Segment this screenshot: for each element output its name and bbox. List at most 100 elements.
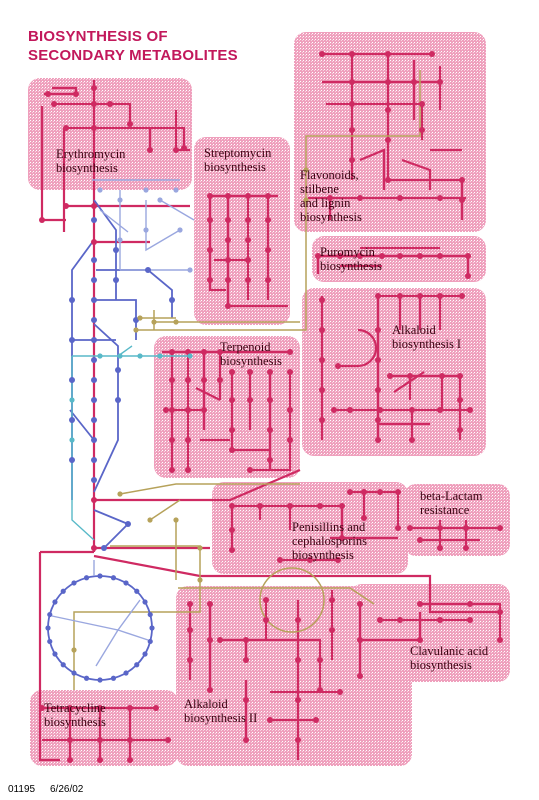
blue-node-12[interactable] [91, 477, 97, 483]
metabolite-node-92[interactable] [409, 407, 415, 413]
metabolite-node-36[interactable] [207, 277, 213, 283]
blue-node-4[interactable] [91, 317, 97, 323]
metabolite-node-122[interactable] [287, 369, 293, 375]
metabolite-node-82[interactable] [335, 363, 341, 369]
olive-node-5[interactable] [303, 167, 309, 173]
metabolite-node-41[interactable] [349, 79, 355, 85]
lightblue-node-6[interactable] [117, 237, 123, 243]
metabolite-node-152[interactable] [357, 601, 363, 607]
metabolite-node-146[interactable] [417, 537, 423, 543]
metabolite-node-136[interactable] [347, 489, 353, 495]
blue-node-0[interactable] [91, 217, 97, 223]
metabolite-node-193[interactable] [67, 737, 73, 743]
cycle-node-15[interactable] [60, 588, 66, 594]
metabolite-node-120[interactable] [267, 427, 273, 433]
cycle-node-1[interactable] [147, 638, 153, 645]
metabolite-node-187[interactable] [313, 717, 319, 723]
metabolite-node-190[interactable] [97, 705, 103, 711]
metabolite-node-99[interactable] [201, 349, 207, 355]
metabolite-node-127[interactable] [163, 407, 169, 413]
metabolite-node-170[interactable] [217, 637, 223, 643]
metabolite-node-159[interactable] [497, 637, 503, 643]
metabolite-node-197[interactable] [67, 757, 73, 763]
metabolite-node-32[interactable] [265, 247, 271, 253]
metabolite-node-198[interactable] [97, 757, 103, 763]
lightblue-node-7[interactable] [143, 227, 149, 233]
metabolite-node-90[interactable] [347, 407, 353, 413]
metabolite-node-153[interactable] [377, 617, 383, 623]
metabolite-node-17[interactable] [73, 91, 79, 97]
metabolite-node-138[interactable] [377, 489, 383, 495]
metabolite-node-157[interactable] [437, 617, 443, 623]
metabolite-node-37[interactable] [319, 51, 325, 57]
cycle-node-22[interactable] [142, 599, 148, 605]
metabolite-node-58[interactable] [437, 195, 443, 201]
metabolite-node-139[interactable] [395, 489, 401, 495]
metabolite-node-79[interactable] [375, 357, 381, 363]
metabolite-node-123[interactable] [287, 407, 293, 413]
lightblue-node-2[interactable] [143, 187, 149, 193]
olive-node-9[interactable] [147, 517, 153, 523]
metabolite-node-39[interactable] [385, 51, 391, 57]
olive-node-8[interactable] [173, 517, 179, 523]
metabolite-node-165[interactable] [187, 627, 193, 633]
region-erythromycin[interactable] [28, 78, 192, 190]
cycle-node-6[interactable] [97, 677, 103, 683]
metabolite-node-143[interactable] [437, 525, 443, 531]
cycle-node-23[interactable] [147, 611, 153, 618]
cycle-node-7[interactable] [83, 675, 90, 681]
metabolite-node-184[interactable] [243, 697, 249, 703]
metabolite-node-73[interactable] [375, 293, 381, 299]
cycle-node-3[interactable] [134, 662, 140, 668]
metabolite-node-154[interactable] [397, 617, 403, 623]
metabolite-node-5[interactable] [91, 497, 97, 503]
metabolite-node-62[interactable] [379, 253, 385, 259]
metabolite-node-160[interactable] [357, 637, 363, 643]
blue-node-7[interactable] [91, 377, 97, 383]
metabolite-node-140[interactable] [395, 525, 401, 531]
metabolite-node-155[interactable] [417, 601, 423, 607]
metabolite-node-4[interactable] [91, 239, 97, 245]
blue-node-9[interactable] [91, 417, 97, 423]
blue-node-18[interactable] [69, 417, 75, 423]
olive-node-4[interactable] [303, 197, 309, 203]
metabolite-node-111[interactable] [201, 407, 207, 413]
lightblue-node-0[interactable] [97, 187, 103, 193]
metabolite-node-15[interactable] [181, 145, 187, 151]
metabolite-node-105[interactable] [169, 467, 175, 473]
cycle-node-18[interactable] [97, 573, 103, 579]
metabolite-node-132[interactable] [339, 503, 345, 509]
metabolite-node-25[interactable] [225, 277, 231, 283]
metabolite-node-72[interactable] [319, 417, 325, 423]
metabolite-node-27[interactable] [245, 217, 251, 223]
metabolite-node-26[interactable] [225, 303, 231, 309]
metabolite-node-0[interactable] [91, 85, 97, 91]
olive-node-1[interactable] [173, 319, 179, 325]
metabolite-node-65[interactable] [437, 253, 443, 259]
metabolite-node-130[interactable] [287, 503, 293, 509]
metabolite-node-6[interactable] [91, 545, 97, 551]
metabolite-node-118[interactable] [267, 369, 273, 375]
metabolite-node-121[interactable] [267, 457, 273, 463]
blue-node-11[interactable] [91, 457, 97, 463]
metabolite-node-116[interactable] [247, 369, 253, 375]
metabolite-node-124[interactable] [287, 437, 293, 443]
metabolite-node-68[interactable] [319, 297, 325, 303]
metabolite-node-131[interactable] [317, 503, 323, 509]
metabolite-node-144[interactable] [463, 525, 469, 531]
metabolite-node-135[interactable] [229, 547, 235, 553]
metabolite-node-94[interactable] [467, 407, 473, 413]
metabolite-node-18[interactable] [207, 193, 213, 199]
cycle-node-19[interactable] [110, 575, 117, 581]
metabolite-node-112[interactable] [217, 377, 223, 383]
cyan-node-0[interactable] [97, 353, 103, 359]
metabolite-node-142[interactable] [407, 525, 413, 531]
lightblue-node-5[interactable] [187, 267, 193, 273]
metabolite-node-45[interactable] [385, 79, 391, 85]
metabolite-node-47[interactable] [385, 137, 391, 143]
cycle-node-4[interactable] [123, 670, 129, 676]
metabolite-node-151[interactable] [335, 557, 341, 563]
cycle-node-9[interactable] [60, 662, 66, 668]
metabolite-node-129[interactable] [257, 503, 263, 509]
metabolite-node-188[interactable] [39, 705, 45, 711]
